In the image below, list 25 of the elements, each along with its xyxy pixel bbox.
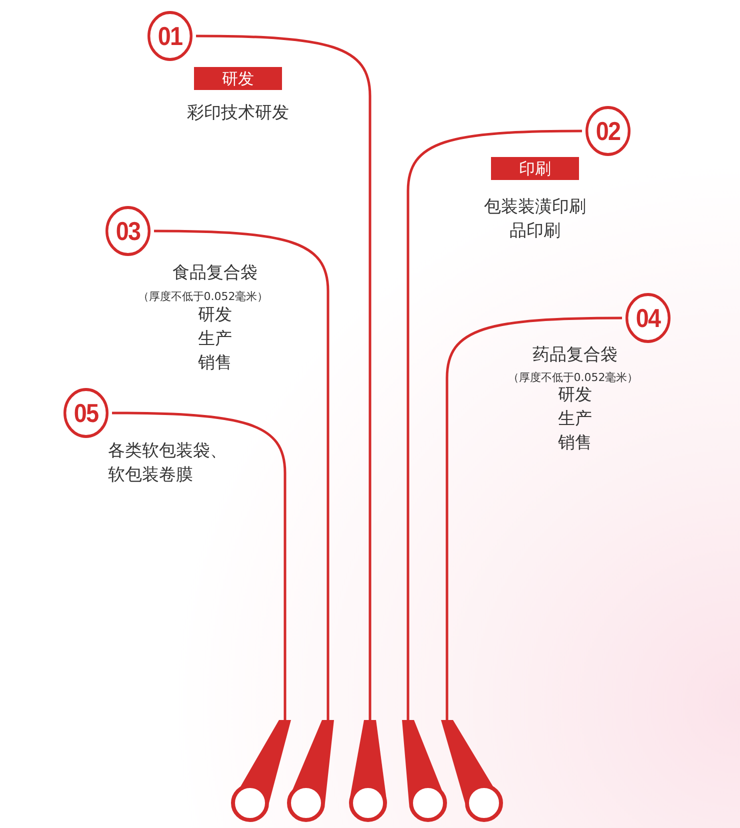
connector-line [446,316,622,720]
description-text: 销售 [558,432,592,455]
number-circle: 03 [106,206,150,256]
description-text: 食品复合袋 [172,262,258,285]
number-circle: 02 [586,106,630,156]
description-text: 研发 [198,304,232,327]
connector-line [406,130,582,720]
description-text: 销售 [198,352,232,375]
description-text: 各类软包装袋、软包装卷膜 [108,440,228,487]
description-text: 包装装潢印刷品印刷 [483,196,587,243]
category-tag: 印刷 [491,157,579,180]
description-text: 彩印技术研发 [187,102,289,125]
description-text: 生产 [558,408,592,431]
category-tag: 研发 [194,67,282,90]
number-circle: 05 [64,388,108,438]
description-text: 药品复合袋 [532,344,618,367]
number-circle: 04 [626,293,670,343]
connector-line [154,230,330,720]
thickness-note: （厚度不低于0.052毫米） [138,289,268,304]
connector-line [112,412,286,720]
description-text: 生产 [198,328,232,351]
thickness-note: （厚度不低于0.052毫米） [508,370,638,386]
number-circle: 01 [148,11,192,61]
description-text: 研发 [558,384,592,407]
connector-line [196,34,372,720]
